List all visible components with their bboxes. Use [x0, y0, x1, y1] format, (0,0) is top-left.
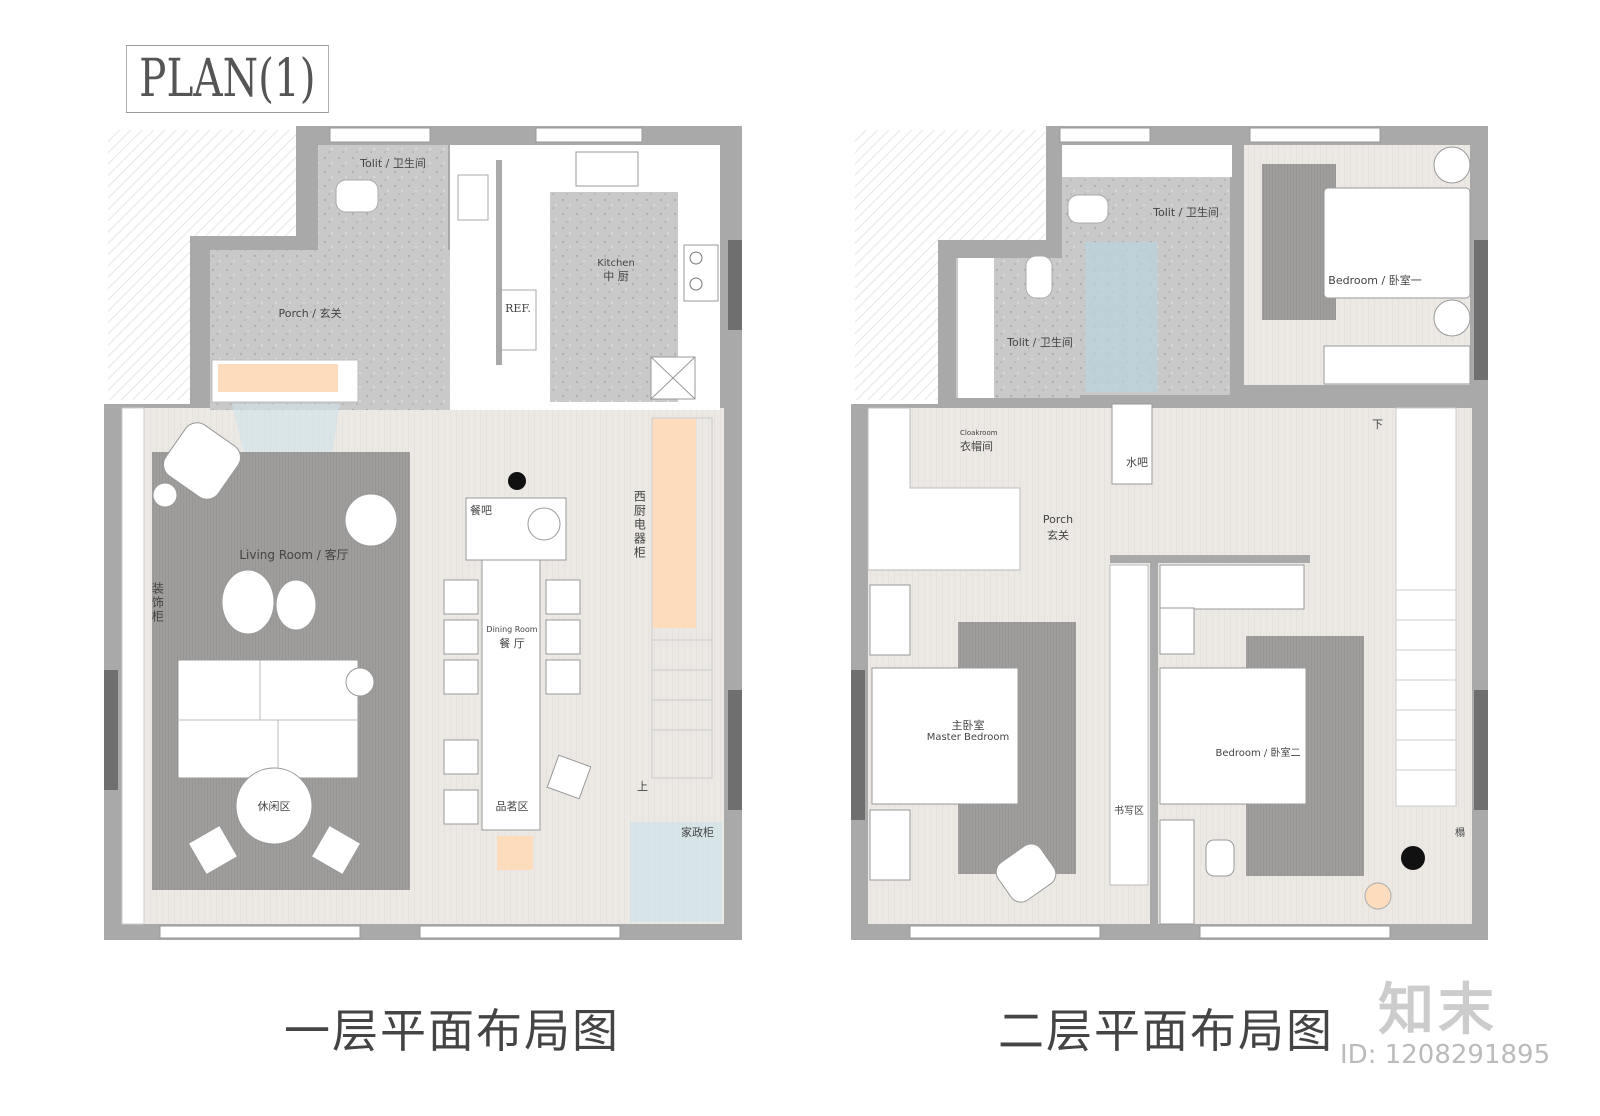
floor2-plan [851, 126, 1488, 940]
floor2-caption: 二层平面布局图 [998, 1004, 1334, 1058]
toilet [1067, 194, 1109, 224]
cabinet-accent [218, 364, 338, 392]
nightstand [1433, 299, 1471, 337]
partition-wall [1150, 560, 1158, 924]
wardrobe [1159, 564, 1305, 610]
armchair [163, 422, 241, 500]
bar-counter [465, 497, 567, 561]
kitchen-sink [575, 151, 639, 187]
vanity [958, 258, 994, 398]
floor1-plan [104, 126, 742, 940]
side-table [152, 482, 178, 508]
label-writing-area: 书写区 [1114, 806, 1144, 817]
chair [187, 824, 239, 876]
label-cloakroom-cn: 衣帽间 [960, 440, 993, 453]
label-porch: Porch / 玄关 [278, 307, 342, 320]
coffee-table [221, 569, 275, 635]
label-decor-cabinet: 装饰柜 [150, 582, 165, 624]
label-ref: REF. [505, 302, 531, 315]
bed [1159, 667, 1307, 805]
dining-table [481, 559, 541, 831]
orange-stool [1364, 882, 1392, 910]
label-cloakroom-en: Cloakroom [960, 429, 998, 437]
water-bar [1111, 403, 1153, 485]
column [728, 690, 742, 810]
stair-accent [652, 418, 696, 628]
stove [683, 244, 719, 302]
refrigerator [499, 289, 537, 351]
label-bedroom1: Bedroom / 卧室一 [1328, 274, 1422, 287]
chair [310, 824, 362, 876]
watermark-id: ID: 1208291895 [1340, 1040, 1551, 1070]
windows [159, 127, 643, 939]
desk [1159, 819, 1195, 925]
writing-desk [1109, 564, 1149, 886]
label-appliance-cabinet: 西厨电器柜 [632, 490, 647, 560]
master-bed [871, 667, 1019, 805]
column [728, 240, 742, 330]
kitchen-wall [496, 160, 502, 365]
watermark-logo: 知末 [1378, 978, 1498, 1043]
label-bedroom2: Bedroom / 卧室二 [1215, 748, 1301, 759]
orange-stool [497, 836, 533, 870]
dining-chairs [443, 579, 592, 825]
label-dining-en: Dining Room [486, 625, 538, 634]
pouf [344, 493, 398, 547]
decor-cabinet [121, 407, 145, 925]
label-stair-up: 上 [637, 780, 648, 793]
label-kitchen-en: Kitchen [597, 258, 635, 269]
housekeeping-cabinet [630, 822, 722, 922]
label-dining-cn: 餐 厅 [499, 637, 525, 650]
label-water-bar: 水吧 [1126, 456, 1148, 469]
partition-wall [1234, 150, 1240, 390]
armchair [995, 843, 1057, 903]
chair [1205, 839, 1235, 877]
windows [909, 127, 1391, 939]
nightstand [869, 809, 911, 881]
label-living-room: Living Room / 客厅 [239, 548, 349, 562]
nightstand [1433, 146, 1471, 184]
label-bar: 餐吧 [470, 504, 492, 517]
column [104, 670, 118, 790]
leisure-table [235, 767, 313, 845]
label-housekeeping-cabinet: 家政柜 [681, 826, 714, 839]
staircase [1395, 407, 1457, 807]
label-master-en: Master Bedroom [926, 732, 1010, 743]
label-porch-cn: 玄关 [1047, 529, 1069, 542]
shower-glass [1085, 242, 1157, 392]
column [1474, 690, 1488, 810]
label-couch: 榻 [1455, 828, 1465, 839]
label-tea-area: 品茗区 [495, 800, 529, 813]
bed [1323, 187, 1471, 299]
sofa [177, 659, 359, 779]
label-stair-down: 下 [1372, 418, 1383, 431]
cloakroom-cabinet [867, 407, 1021, 571]
label-master-cn: 主卧室 [951, 719, 985, 732]
label-kitchen-cn: 中 厨 [603, 270, 629, 283]
column [1474, 240, 1488, 380]
wardrobe [1323, 345, 1471, 385]
label-toilet2: Tolit / 卫生间 [1007, 336, 1073, 349]
label-leisure: 休闲区 [257, 800, 291, 813]
label-toilet1: Tolit / 卫生间 [1153, 206, 1219, 219]
toilet [1025, 255, 1053, 299]
nightstand [1159, 607, 1195, 655]
washbasin [457, 174, 489, 221]
floor1-caption: 一层平面布局图 [284, 1004, 620, 1058]
staircase [651, 417, 713, 779]
coffee-table-small [275, 579, 317, 631]
toilet [335, 179, 379, 213]
nightstand [869, 584, 911, 656]
label-porch-en: Porch [1042, 513, 1074, 526]
vanity [1062, 145, 1232, 177]
partition-wall [1110, 555, 1310, 563]
person-figure [1401, 846, 1425, 870]
person-figure [508, 472, 526, 490]
label-toilet: Tolit / 卫生间 [360, 157, 426, 170]
plan-title: PLAN(1) [126, 45, 329, 113]
column [851, 670, 865, 820]
